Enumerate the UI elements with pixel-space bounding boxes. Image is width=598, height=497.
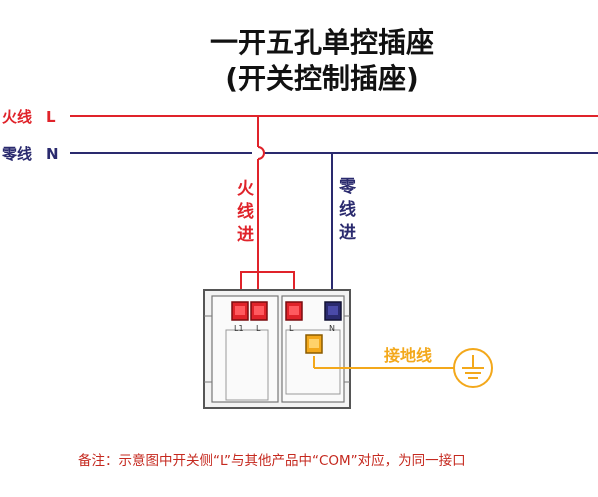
terminal-socket-n-label: N [329, 324, 335, 333]
terminal-ground [305, 334, 323, 354]
terminal-l1-label: L1 [234, 324, 244, 333]
terminal-socket-l [285, 301, 303, 321]
terminal-l-label: L [256, 324, 261, 333]
live-wire-letter: L [46, 108, 56, 126]
neutral-wire-label: 零线 [1, 145, 32, 163]
neutral-in-char-2: 线 [339, 199, 356, 220]
live-in-char-3: 进 [237, 225, 254, 245]
neutral-wire-letter: N [46, 145, 59, 163]
neutral-in-char-3: 进 [339, 223, 356, 243]
live-jumper-switch [240, 271, 295, 303]
terminal-l [250, 301, 268, 321]
terminal-l1 [231, 301, 249, 321]
live-in-char-1: 火 [237, 179, 255, 199]
terminal-socket-n [324, 301, 342, 321]
terminal-socket-l-label: L [289, 324, 294, 333]
title-line-1: 一开五孔单控插座 [210, 26, 434, 59]
neutral-in-char-1: 零 [338, 177, 357, 197]
ground-wire-label: 接地线 [384, 346, 432, 365]
footnote: 备注：示意图中开关侧“L”与其他产品中“COM”对应，为同一接口 [78, 452, 466, 469]
live-crossing-hop [257, 146, 265, 160]
live-in-char-2: 线 [237, 201, 254, 222]
title-line-2: (开关控制插座) [225, 62, 419, 95]
live-wire-label: 火线 [2, 108, 32, 126]
ground-symbol-icon [453, 348, 493, 388]
